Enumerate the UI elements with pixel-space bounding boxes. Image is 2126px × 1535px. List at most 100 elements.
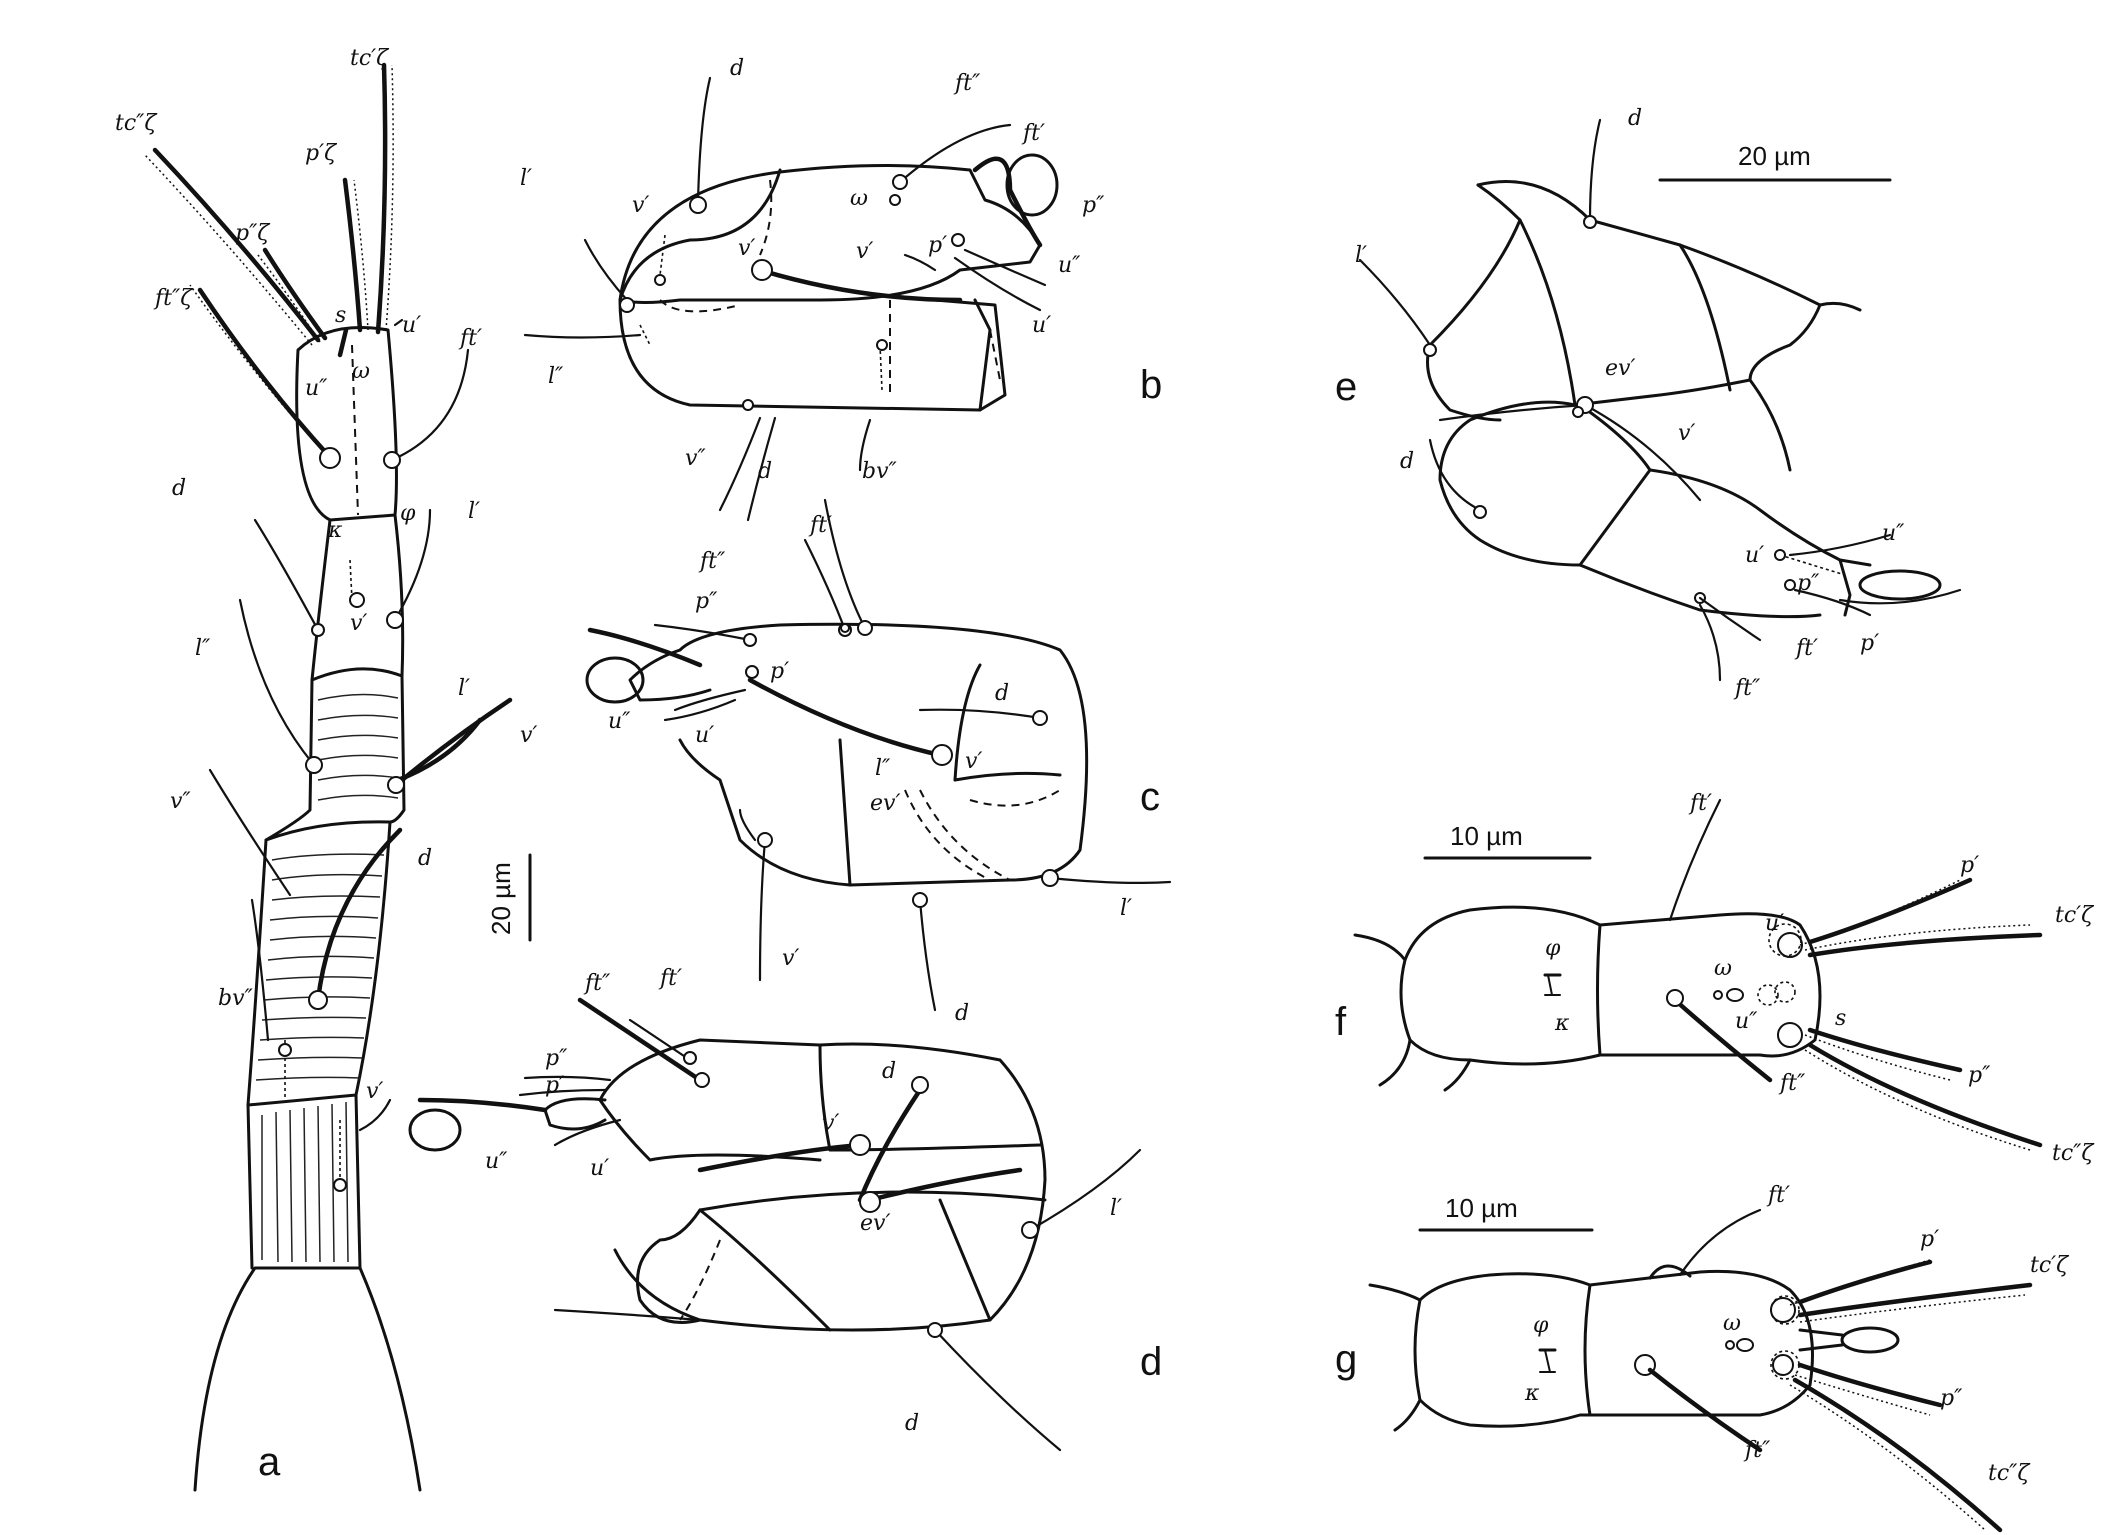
label-e-l1: l′ [1355, 243, 1367, 268]
label-f-p2: p″ [1968, 1063, 1991, 1088]
panel-f-labels: ft′ p′ tc′ζ u′ φ ω s κ u″ p″ ft″ tc″ζ f [1335, 791, 2095, 1166]
label-c-d: d [995, 681, 1009, 706]
panel-letter-a: a [258, 1440, 281, 1484]
label-e-ft1: ft′ [1794, 636, 1818, 661]
label-d-l1: l′ [1110, 1196, 1122, 1221]
label-a-v1b: v′ [520, 723, 537, 748]
scale-bar-e: 20 µm [1658, 141, 1892, 182]
label-b-v2: v″ [685, 446, 706, 471]
label-a-d1: d [172, 476, 186, 501]
label-b-p2: p″ [1082, 193, 1105, 218]
label-d-ev1: ev′ [860, 1211, 890, 1236]
scale-bar-f: 10 µm [1423, 821, 1592, 860]
scale-label-e: 20 µm [1738, 141, 1811, 171]
label-f-s: s [1835, 1006, 1846, 1031]
label-b-v1b: v′ [738, 236, 755, 261]
panel-e-labels: d l′ ev′ v′ d u″ u′ p″ ft′ p′ ft″ e [1335, 106, 1905, 701]
label-c-l2: l″ [875, 756, 891, 781]
label-f-u1: u′ [1765, 911, 1784, 936]
label-g-p1: p′ [1920, 1227, 1939, 1252]
label-d-v1: v′ [822, 1111, 839, 1136]
label-b-d: d [730, 56, 744, 81]
label-c-v1: v′ [965, 749, 982, 774]
panel-a-labels: tc″ζ tc′ζ p′ζ p″ζ ft″ζ s u′ ft′ u″ ω d κ… [115, 46, 537, 1484]
label-b-l2: l″ [548, 364, 564, 389]
label-c-l1: l′ [1120, 896, 1132, 921]
label-f-tc2z: tc″ζ [2052, 1141, 2095, 1166]
panel-b-drawing [523, 76, 1059, 522]
panel-f-drawing [1353, 798, 2043, 1151]
label-e-p2: p″ [1797, 571, 1820, 596]
label-g-tc1z: tc′ζ [2030, 1253, 2070, 1278]
label-g-kappa: κ [1524, 1381, 1540, 1406]
label-a-tc2z: tc″ζ [115, 111, 158, 136]
label-g-p2: p″ [1940, 1386, 1963, 1411]
label-c-u2: u″ [608, 709, 631, 734]
label-a-l1b: l′ [458, 676, 470, 701]
panel-a-drawing [144, 62, 513, 1492]
label-d-d2: d [905, 1411, 919, 1436]
label-e-v1: v′ [1678, 421, 1695, 446]
label-f-tc1z: tc′ζ [2055, 903, 2095, 928]
label-d-p1: p′ [545, 1073, 564, 1098]
label-f-kappa: κ [1554, 1011, 1570, 1036]
label-b-p1: p′ [928, 233, 947, 258]
panel-d-labels: ft″ ft′ p″ p′ u″ u′ d v′ ev′ l′ d d [485, 966, 1162, 1436]
label-a-omega: ω [352, 359, 370, 384]
panel-e-drawing [1358, 118, 1962, 682]
panel-letter-f: f [1335, 1000, 1347, 1044]
label-c-ft1: ft′ [808, 513, 832, 538]
label-b-ft2: ft″ [953, 71, 981, 96]
label-a-d2: d [418, 846, 432, 871]
scale-label-g: 10 µm [1445, 1193, 1518, 1223]
label-b-u1: u′ [1032, 313, 1051, 338]
label-a-tc1z: tc′ζ [350, 46, 390, 71]
panel-letter-e: e [1335, 365, 1357, 409]
scale-label-f: 10 µm [1450, 821, 1523, 851]
panel-letter-c: c [1140, 775, 1160, 819]
label-g-tc2z: tc″ζ [1988, 1461, 2031, 1486]
label-d-d: d [882, 1059, 896, 1084]
label-a-l1: l′ [468, 499, 480, 524]
label-d-u2: u″ [485, 1149, 508, 1174]
panel-letter-g: g [1335, 1337, 1357, 1381]
label-a-kappa: κ [327, 518, 343, 543]
label-b-v1a: v′ [632, 193, 649, 218]
label-c-v1b: v′ [782, 946, 799, 971]
label-f-ft2: ft″ [1778, 1071, 1806, 1096]
label-f-omega: ω [1714, 956, 1732, 981]
panel-letter-d: d [1140, 1340, 1162, 1384]
panel-letter-b: b [1140, 363, 1162, 407]
label-c-p2: p″ [695, 589, 718, 614]
label-e-p1: p′ [1860, 631, 1879, 656]
label-b-d2: d [758, 459, 772, 484]
label-b-bv2: bv″ [862, 459, 898, 484]
label-b-l1: l′ [520, 166, 532, 191]
label-d-u1: u′ [590, 1156, 609, 1181]
label-d-ft2: ft″ [583, 971, 611, 996]
label-a-l2: l″ [195, 636, 211, 661]
label-g-ft2: ft″ [1743, 1438, 1771, 1463]
label-a-p1z: p′ζ [305, 141, 338, 166]
label-e-d2: d [1400, 449, 1414, 474]
panel-d-drawing [408, 997, 1142, 1452]
scale-bar-a-d: 20 µm [486, 853, 532, 942]
scale-bar-g: 10 µm [1418, 1193, 1594, 1232]
label-f-u2: u″ [1735, 1009, 1758, 1034]
label-a-v2: v″ [170, 789, 191, 814]
panel-g-labels: ft′ p′ tc′ζ φ ω κ p″ ft″ tc″ζ g [1335, 1183, 2070, 1486]
label-e-ft2: ft″ [1733, 676, 1761, 701]
label-a-bv2: bv″ [218, 986, 254, 1011]
label-a-v1c: v′ [366, 1079, 383, 1104]
label-g-omega: ω [1723, 1311, 1741, 1336]
label-c-ft2: ft″ [698, 549, 726, 574]
label-e-ev1: ev′ [1605, 356, 1635, 381]
label-b-v1c: v′ [856, 239, 873, 264]
label-a-u1: u′ [402, 313, 421, 338]
label-a-s: s [335, 303, 346, 328]
label-a-u2: u″ [305, 376, 328, 401]
label-a-v1: v′ [350, 611, 367, 636]
label-a-ft1: ft′ [458, 326, 482, 351]
label-b-omega: ω [850, 186, 868, 211]
label-d-ft1: ft′ [658, 966, 682, 991]
